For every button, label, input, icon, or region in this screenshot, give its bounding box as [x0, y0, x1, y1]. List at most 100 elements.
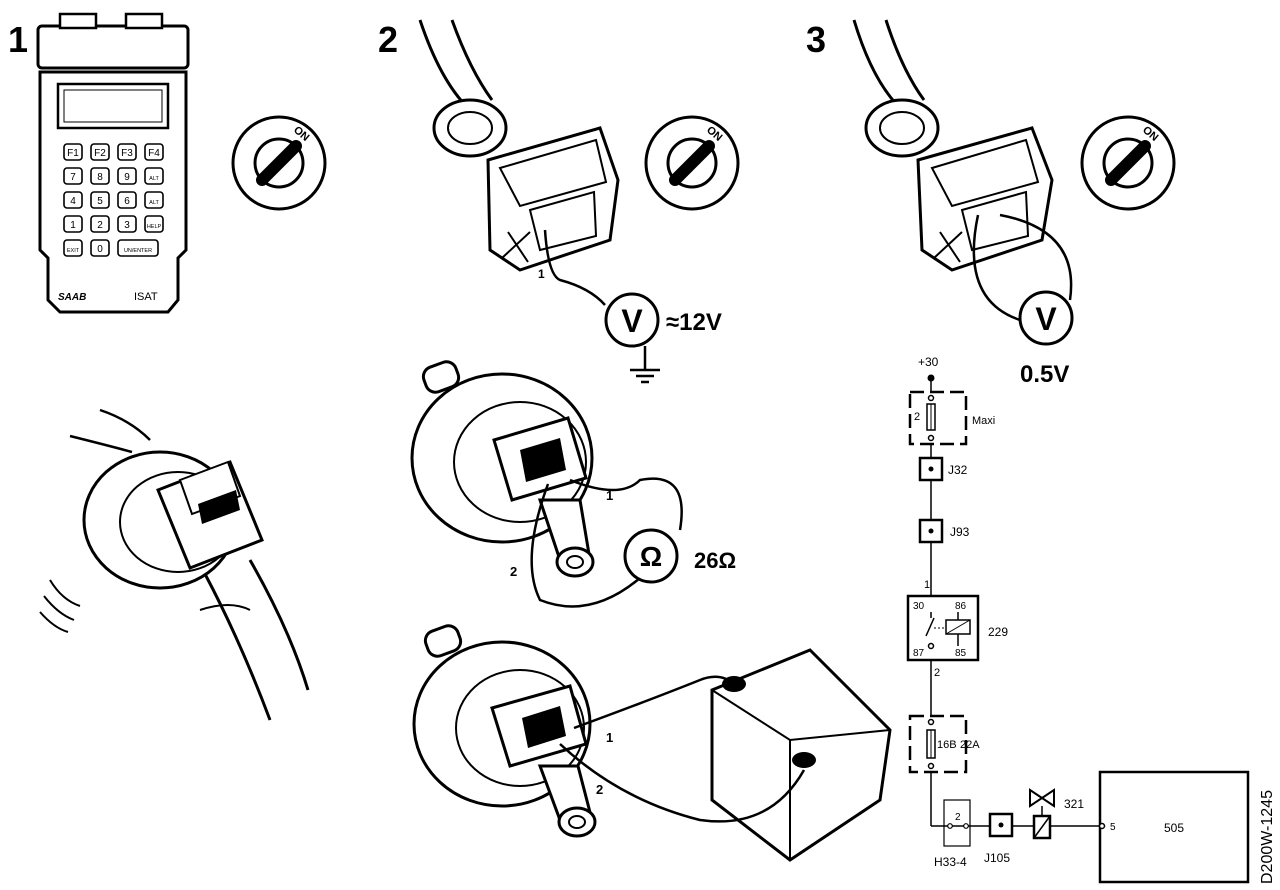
- step3-test-lead-b: [999, 213, 1073, 301]
- h33-label: H33-4: [934, 855, 967, 869]
- solenoid-valve-321: 321: [1029, 788, 1084, 840]
- relay-pin-30: 30: [913, 601, 925, 612]
- voltmeter-symbol: V: [621, 303, 643, 339]
- step-number-2: 2: [378, 19, 398, 60]
- step3-voltage-reading: 0.5V: [1020, 361, 1069, 388]
- tester-key-label: 5: [97, 196, 103, 207]
- tester-key: UN/ENTER: [117, 239, 159, 257]
- ohm-pin-1-label: 1: [606, 488, 613, 503]
- step3-connector-illustration: [852, 19, 1054, 272]
- connector-j32: J32: [918, 456, 968, 482]
- ignition-switch-step2: ON: [644, 115, 740, 211]
- tester-key: 3: [117, 215, 137, 233]
- tester-key-label: 3: [124, 220, 130, 231]
- tester-key-label: 1: [70, 220, 76, 231]
- fuse-maxi-label: Maxi: [972, 415, 995, 427]
- connector-j93: J93: [918, 518, 970, 544]
- tester-key-label: F1: [67, 148, 79, 159]
- relay-pin-87: 87: [913, 648, 925, 659]
- connector-j93-label: J93: [950, 525, 970, 539]
- ohm-pin-2-label: 2: [510, 564, 517, 579]
- tester-key-label: 2: [97, 220, 103, 231]
- tester-key: 8: [90, 167, 110, 185]
- ohmmeter: Ω: [623, 528, 679, 584]
- figure-id: D200W-1245: [1259, 790, 1276, 884]
- ignition-switch-step1: ON: [231, 115, 327, 211]
- wire-1-label: 1: [924, 579, 930, 591]
- supply-label: +30: [918, 355, 939, 369]
- tester-key: 4: [63, 191, 83, 209]
- relay-id-label: 229: [988, 625, 1008, 639]
- relay-pin-85: 85: [955, 648, 967, 659]
- tester-key: EXIT: [63, 239, 83, 257]
- step2-voltmeter: V: [604, 292, 660, 384]
- tester-key-label: HELP: [147, 224, 162, 230]
- tester-key-label: 9: [124, 172, 130, 183]
- tester-key: 7: [63, 167, 83, 185]
- fuse-22a-label: 22A: [960, 739, 980, 751]
- tester-key-label: 6: [124, 196, 130, 207]
- tester-key: ALT: [144, 191, 164, 209]
- step2-connector-illustration: [418, 19, 620, 272]
- tester-key: 5: [90, 191, 110, 209]
- tester-key-label: 8: [97, 172, 103, 183]
- tester-key-label: F2: [94, 148, 106, 159]
- connector-j32-label: J32: [948, 463, 968, 477]
- tester-key: 0: [90, 239, 110, 257]
- valve-id-label: 321: [1064, 797, 1084, 811]
- tester-key: 9: [117, 167, 137, 185]
- valve-connector-disconnect-illustration: [39, 408, 310, 721]
- tester-key-label: 7: [70, 172, 76, 183]
- tester-key: F1: [63, 143, 83, 161]
- step2-pin-1-label: 1: [538, 267, 545, 281]
- ohmmeter-lead-2: [530, 483, 641, 608]
- step3-test-lead-a: [972, 214, 1021, 322]
- battery-lead-2: [559, 743, 806, 823]
- tester-key: 1: [63, 215, 83, 233]
- fuse-16b-22a: 16B 22A: [908, 714, 980, 774]
- ignition-switch-step3: ON: [1080, 115, 1176, 211]
- valve-battery-illustration: [412, 624, 892, 862]
- ecu-id-label: 505: [1164, 821, 1184, 835]
- fuse-maxi-number: 2: [914, 411, 920, 423]
- tester-key: F3: [117, 143, 137, 161]
- tester-key: F4: [144, 143, 164, 161]
- connector-j105-label: J105: [984, 851, 1010, 865]
- tester-key-label: 4: [70, 196, 76, 207]
- fuse-16b-number: 16B: [937, 739, 957, 751]
- tester-key: F2: [90, 143, 110, 161]
- tester-key-label: 0: [97, 244, 103, 255]
- valve-resistance-illustration: [410, 360, 595, 578]
- relay-pin-86: 86: [955, 601, 967, 612]
- step3-voltmeter: V: [1018, 290, 1074, 346]
- tester-key: ALT: [144, 167, 164, 185]
- step-number-3: 3: [806, 19, 826, 60]
- tester-key-label: UN/ENTER: [124, 248, 152, 254]
- tester-brand-label: SAAB: [58, 292, 86, 303]
- ecu-pin-label: 5: [1110, 822, 1116, 833]
- control-module-505: 5 505: [1098, 770, 1250, 884]
- relay-229: 30 86 87 85 229: [906, 594, 1008, 662]
- h33-pin-label: 2: [955, 812, 961, 823]
- tester-key-label: F4: [148, 148, 160, 159]
- ohmmeter-lead-1: [569, 477, 683, 531]
- tester-key-label: F3: [121, 148, 133, 159]
- tester-key-label: EXIT: [67, 248, 80, 254]
- battery-pin-2-label: 2: [596, 782, 603, 797]
- connector-h33-4: 2 H33-4: [934, 799, 971, 869]
- step2-voltage-reading: ≈12V: [666, 309, 722, 336]
- wire-2-label: 2: [934, 667, 940, 679]
- resistance-reading: 26Ω: [694, 548, 736, 573]
- tester-key: HELP: [144, 215, 164, 233]
- tester-key: 6: [117, 191, 137, 209]
- ohmmeter-symbol: Ω: [640, 541, 662, 572]
- wiring-schematic: +30 2 Maxi J32 J93 1 3: [906, 355, 1250, 884]
- battery-lead-1: [573, 675, 735, 730]
- tester-model-label: ISAT: [134, 291, 158, 303]
- step2-test-lead: [543, 229, 606, 306]
- connector-j105: J105: [984, 812, 1014, 865]
- battery-pin-1-label: 1: [606, 730, 613, 745]
